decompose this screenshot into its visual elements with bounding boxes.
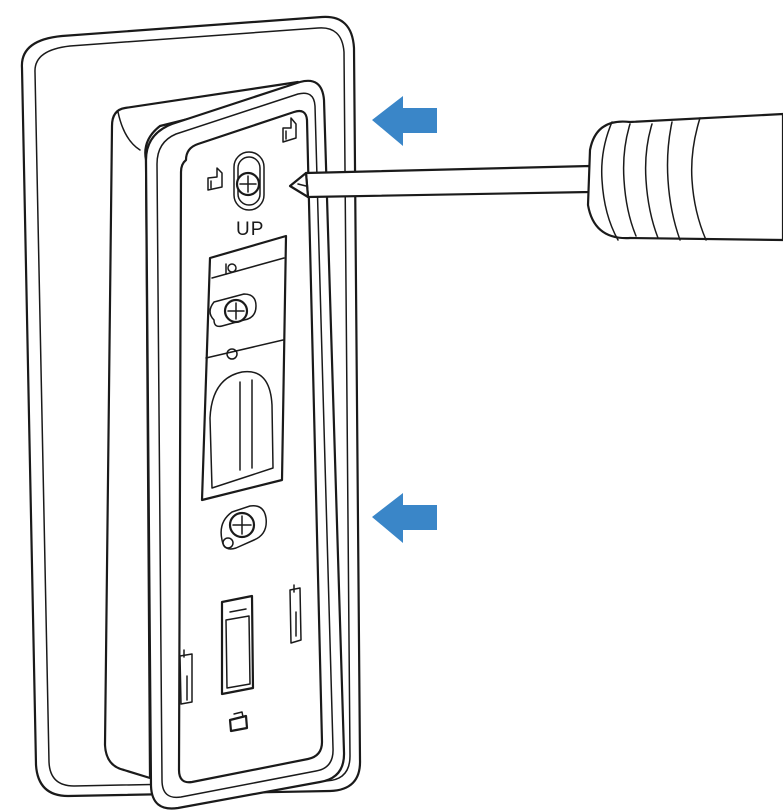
bottom-screw-slot: [220, 505, 267, 550]
right-side-clip: [289, 584, 302, 644]
top-left-clip: [207, 167, 223, 191]
arrow-lower: [372, 493, 437, 543]
left-arrow-icon-2: [372, 493, 437, 543]
up-label: UP: [236, 219, 264, 240]
bottom-latch: [220, 594, 255, 696]
screwdriver: [288, 112, 783, 242]
bottom-screw: [228, 511, 256, 539]
left-arrow-icon: [372, 96, 437, 146]
bottom-tab: [228, 711, 249, 733]
left-side-clip: [179, 649, 193, 705]
arrow-upper: [372, 96, 437, 146]
plate-details: UP: [179, 117, 302, 733]
middle-screw: [223, 298, 249, 324]
center-recess: [200, 234, 288, 502]
top-right-clip: [282, 117, 297, 143]
top-screw: [235, 171, 261, 197]
screwdriver-handle: [586, 112, 783, 242]
